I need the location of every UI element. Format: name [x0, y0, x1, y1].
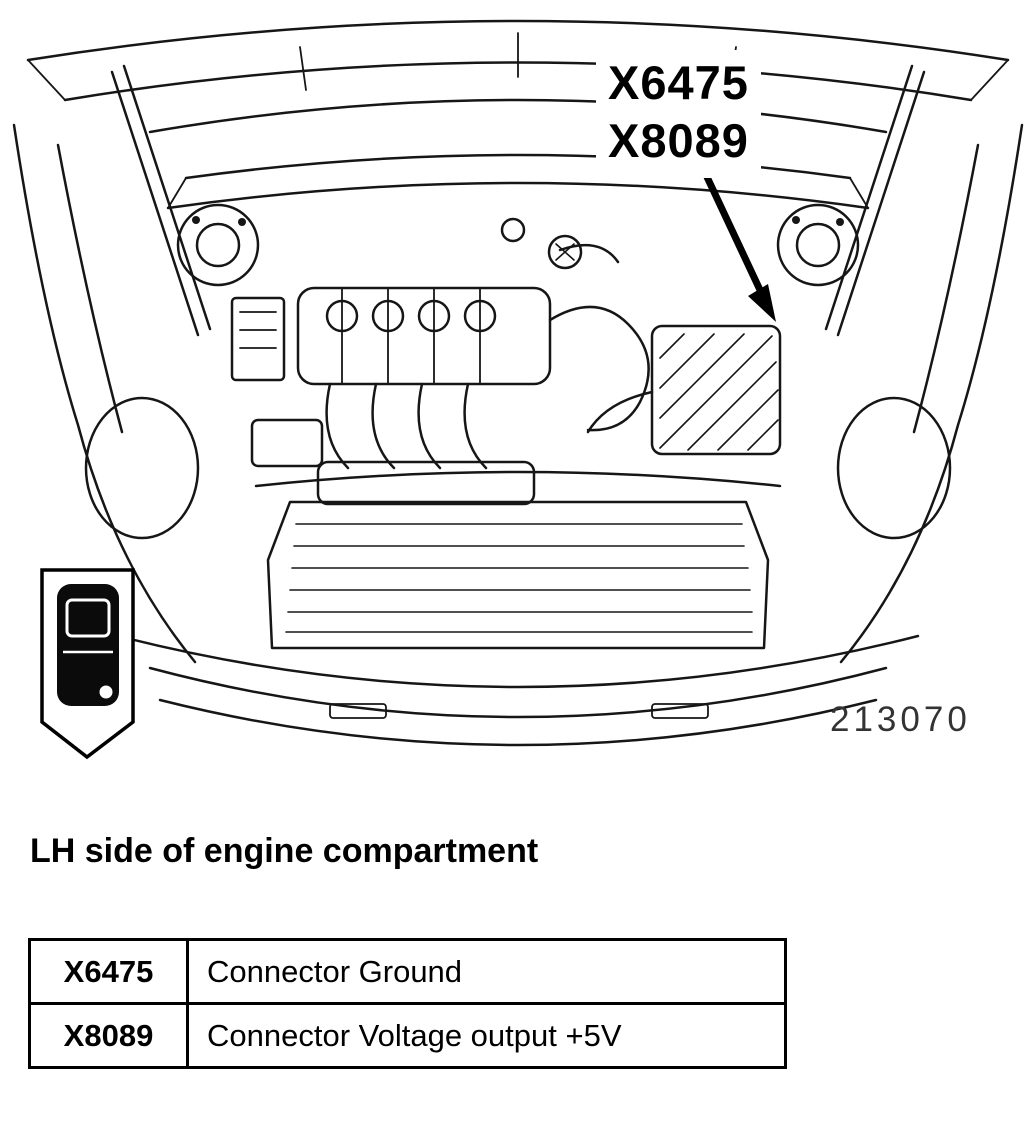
engine-bay-drawing: [12, 19, 1024, 760]
car-location-icon: [40, 568, 135, 760]
callout-line-2: X8089: [608, 114, 749, 167]
callout-arrow: [696, 160, 776, 322]
connector-description-cell: Connector Ground: [186, 938, 787, 1005]
engine-compartment-figure: X6475 X8089 213070: [12, 19, 1024, 760]
table-row: X8089 Connector Voltage output +5V: [28, 1002, 787, 1069]
figure-caption: LH side of engine compartment: [30, 832, 539, 870]
connector-callout: X6475 X8089: [596, 50, 761, 178]
callout-line-1: X6475: [608, 56, 749, 109]
connector-code-cell: X8089: [28, 1002, 189, 1069]
connector-description-cell: Connector Voltage output +5V: [186, 1002, 787, 1069]
connector-table: X6475 Connector Ground X8089 Connector V…: [28, 938, 787, 1069]
connector-code-cell: X6475: [28, 938, 189, 1005]
table-row: X6475 Connector Ground: [28, 938, 787, 1005]
figure-number: 213070: [830, 700, 971, 739]
